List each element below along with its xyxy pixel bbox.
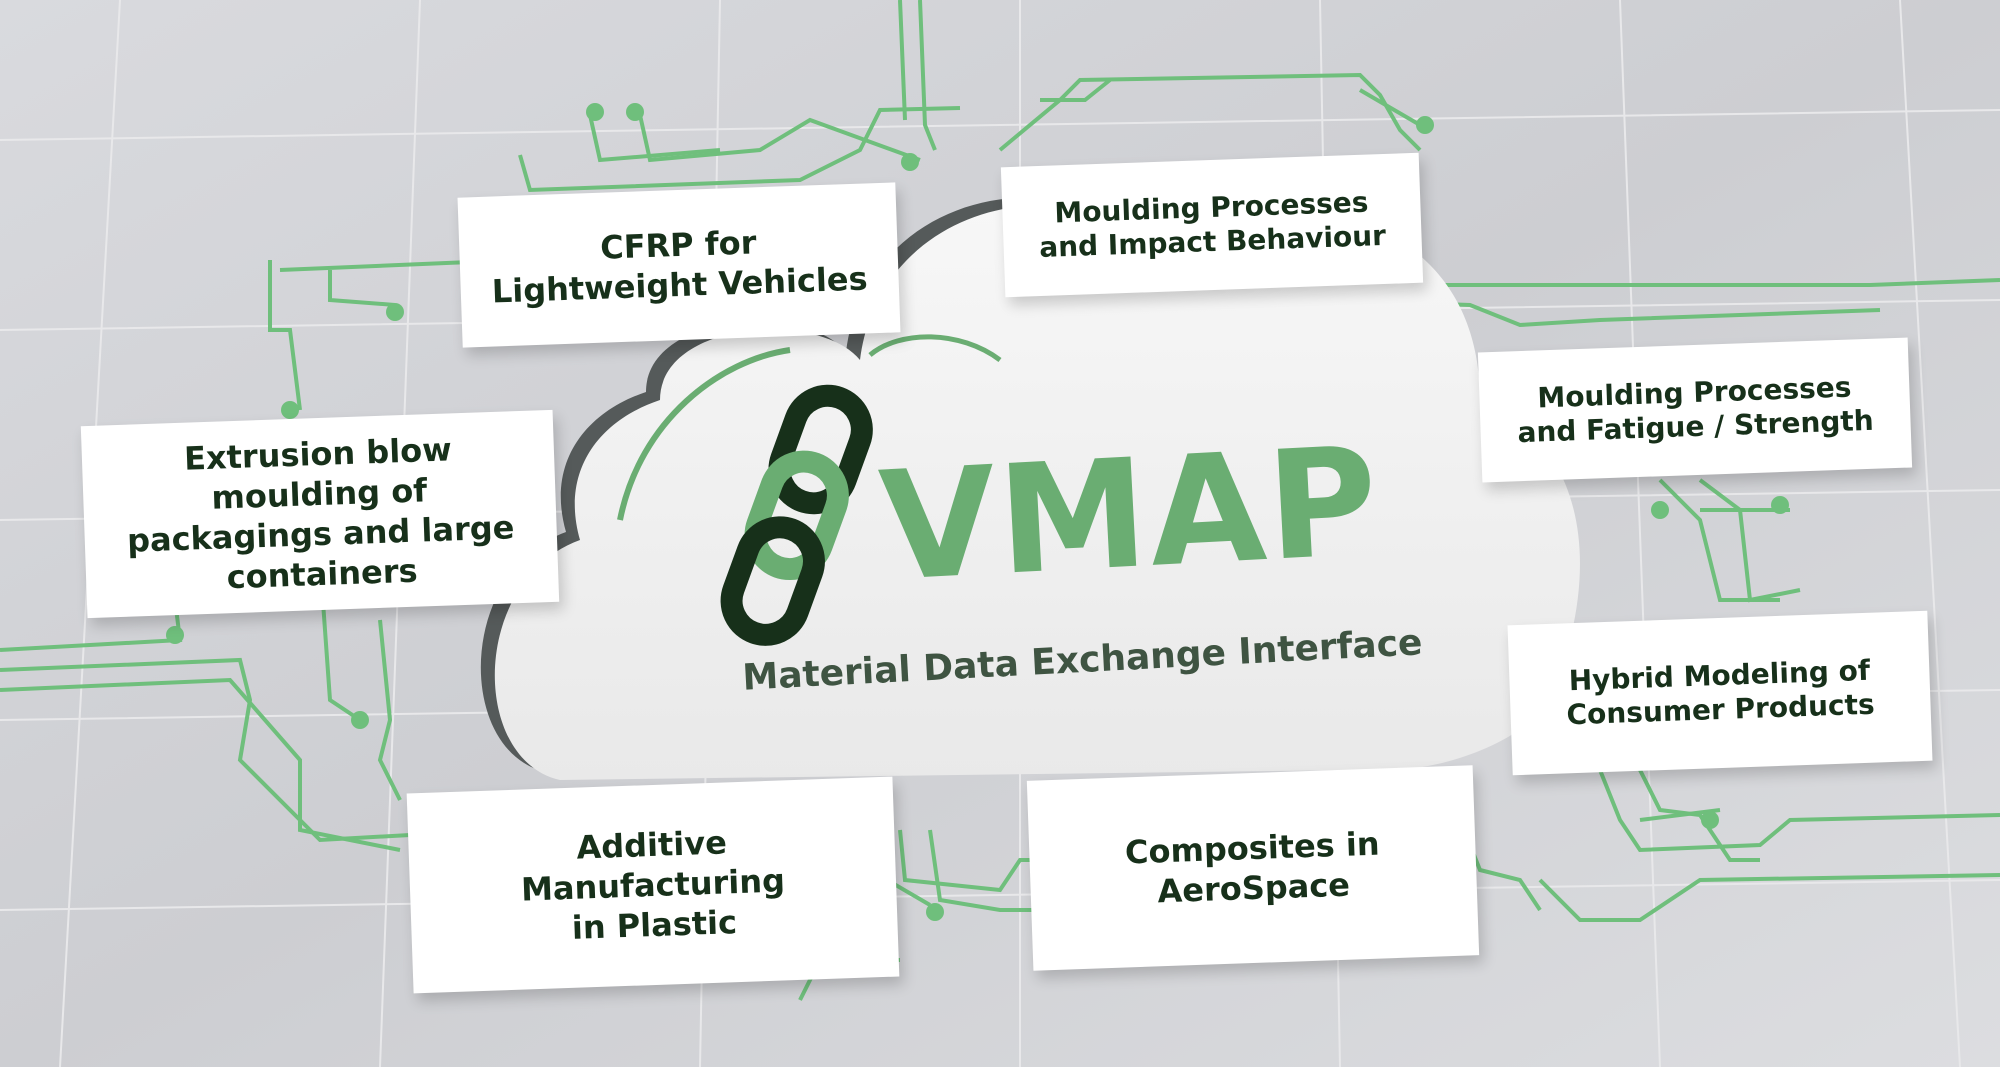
topic-card-composites: Composites in AeroSpace [1026, 765, 1480, 971]
topic-card-cfrp: CFRP for Lightweight Vehicles [457, 182, 901, 348]
chain-link-icon [720, 384, 873, 646]
logo-title: VMAP [875, 415, 1384, 615]
topic-card-fatigue: Moulding Processes and Fatigue / Strengt… [1477, 337, 1913, 483]
topic-card-additive: Additive Manufacturing in Plastic [406, 776, 900, 994]
topic-line: AeroSpace [1156, 865, 1351, 911]
topic-card-hybrid: Hybrid Modeling of Consumer Products [1507, 610, 1933, 776]
topic-card-extrusion: Extrusion blow moulding of packagings an… [80, 409, 560, 619]
topic-card-impact: Moulding Processes and Impact Behaviour [1000, 152, 1424, 298]
